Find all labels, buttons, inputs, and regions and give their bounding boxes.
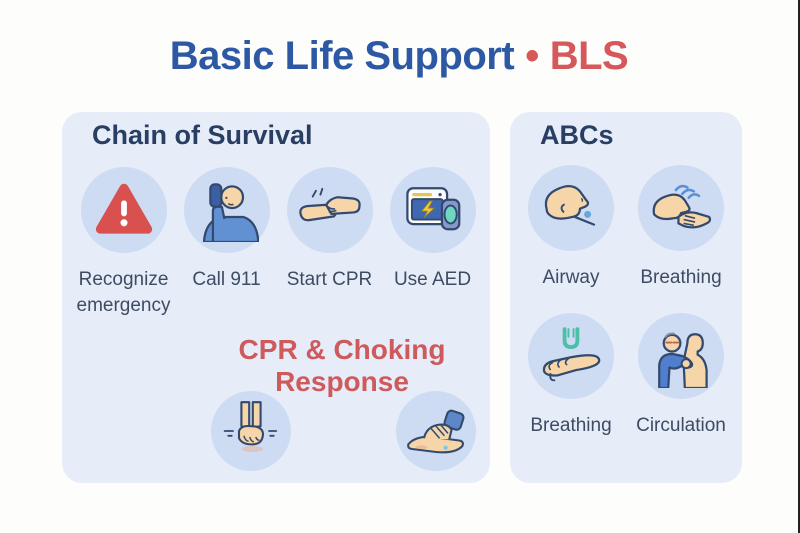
page-title: Basic Life Support•BLS: [0, 34, 798, 79]
cpr-choking-heading: CPR & Choking Response: [238, 334, 446, 398]
abc-row-1: Airway Breathing: [516, 165, 736, 291]
step-recognize-emergency: Recognize emergency: [72, 167, 175, 319]
step-label: Recognize emergency: [76, 269, 171, 317]
abc-airway: Airway: [516, 165, 626, 291]
step-use-aed: Use AED: [381, 167, 484, 319]
aed-device-icon: [389, 167, 476, 253]
step-start-cpr: Start CPR: [278, 167, 381, 319]
abc-label: Breathing: [640, 267, 722, 288]
abc-row-2: Breathing Circulation: [516, 313, 736, 439]
abcs-panel: ABCs Airway: [510, 112, 742, 483]
back-blows-icon: [396, 391, 476, 471]
abc-circulation: Circulation: [626, 313, 736, 439]
cpr-hands-icon: [286, 167, 373, 253]
abc-label: Airway: [542, 267, 600, 288]
title-accent: BLS: [549, 34, 629, 78]
title-main: Basic Life Support: [169, 34, 515, 78]
abc-label: Circulation: [636, 415, 726, 436]
abcs-heading: ABCs: [540, 120, 614, 150]
warning-triangle-icon: [80, 167, 167, 253]
breathing-check-icon: [638, 165, 724, 251]
step-call-911: Call 911: [175, 167, 278, 319]
heimlich-maneuver-icon: [638, 313, 724, 399]
chain-steps-row: Recognize emergency Call 911: [72, 167, 484, 319]
step-label: Call 911: [192, 269, 261, 290]
step-label: Use AED: [393, 269, 472, 290]
chain-of-survival-panel: Chain of Survival Recognize emergency: [62, 112, 490, 483]
title-separator: •: [525, 34, 539, 78]
forceps-hand-icon: [528, 313, 614, 399]
step-label: Start CPR: [286, 269, 373, 290]
abc-label: Breathing: [530, 415, 612, 436]
chain-of-survival-heading: Chain of Survival: [92, 120, 313, 150]
abc-breathing: Breathing: [626, 165, 736, 291]
call-911-icon: [183, 167, 270, 253]
chest-compressions-icon: [211, 391, 291, 471]
airway-head-tilt-icon: [528, 165, 614, 251]
abc-breathing-2: Breathing: [516, 313, 626, 439]
